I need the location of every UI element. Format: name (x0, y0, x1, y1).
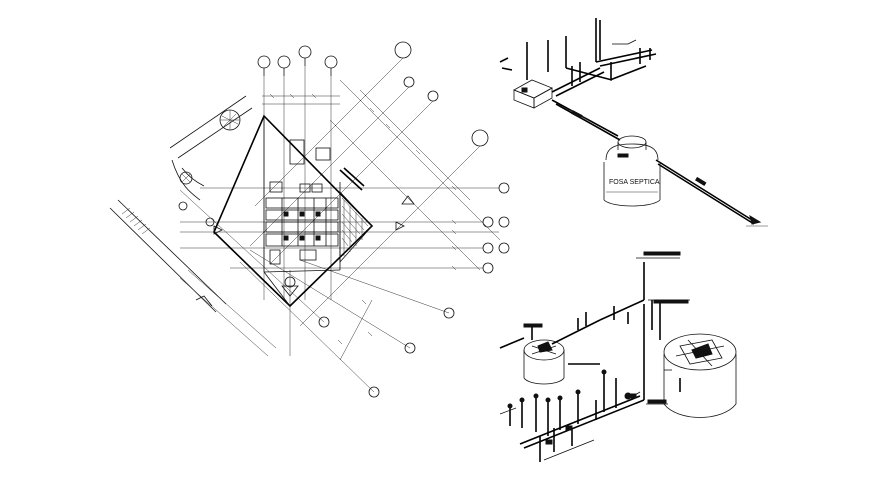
drain-pipes (551, 39, 768, 227)
grid-lines-diagonal (179, 57, 501, 393)
water-isometric (499, 251, 737, 462)
crosswalk-hatch (121, 207, 151, 235)
grid-lines-vertical (263, 66, 332, 356)
branch-pipes (499, 372, 645, 462)
water-tank-right (663, 333, 737, 418)
staircase (339, 167, 373, 264)
water-tank-left (523, 323, 565, 385)
dimension-ticks (269, 93, 457, 345)
valves (507, 251, 689, 445)
grid-bubbles-top (257, 41, 510, 398)
interior-rooms (265, 139, 339, 265)
septic-tank-label: FOSA SEPTICA (609, 179, 660, 186)
septic-isometric: FOSA SEPTICA (499, 18, 768, 227)
floor-plan (109, 41, 510, 398)
callouts (569, 109, 707, 187)
supply-pipes (499, 257, 690, 405)
trees (179, 109, 241, 185)
risers (499, 18, 651, 86)
section-markers (178, 195, 415, 297)
septic-tank: FOSA SEPTICA (603, 135, 661, 207)
inspection-box (513, 79, 553, 109)
sidewalk (109, 95, 277, 357)
